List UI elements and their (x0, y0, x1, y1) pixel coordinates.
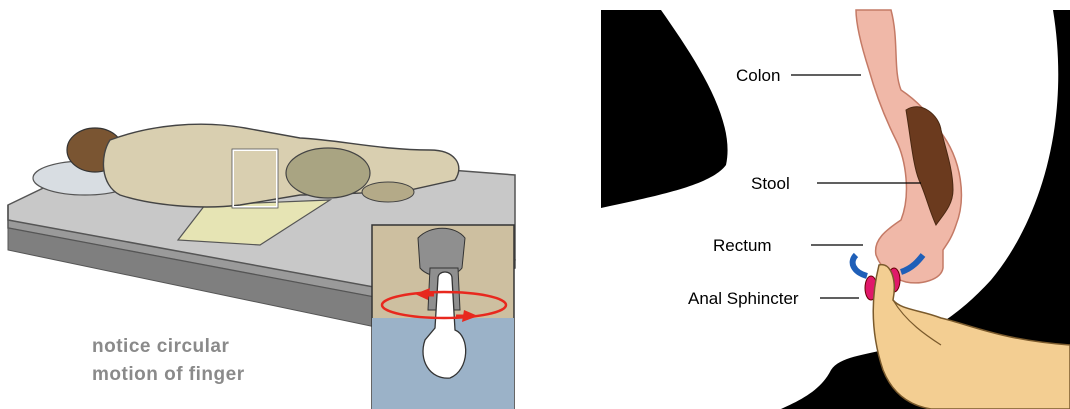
caption-line-2: motion of finger (92, 361, 292, 389)
inset-closeup (372, 225, 514, 409)
patient-hip (286, 148, 370, 198)
colon-rectum-diagram: Colon Stool Rectum Anal Sphincter (601, 0, 1070, 409)
anatomy-diagram-panel: Colon Stool Rectum Anal Sphincter (601, 0, 1070, 409)
patient-illustration-panel: notice circular motion of finger (0, 0, 520, 409)
caption-line-1: notice circular (92, 333, 292, 361)
label-rectum: Rectum (713, 236, 772, 255)
label-anal-sphincter: Anal Sphincter (688, 289, 799, 308)
caption: notice circular motion of finger (92, 333, 292, 389)
label-colon: Colon (736, 66, 780, 85)
label-stool: Stool (751, 174, 790, 193)
patient-feet (362, 182, 414, 202)
